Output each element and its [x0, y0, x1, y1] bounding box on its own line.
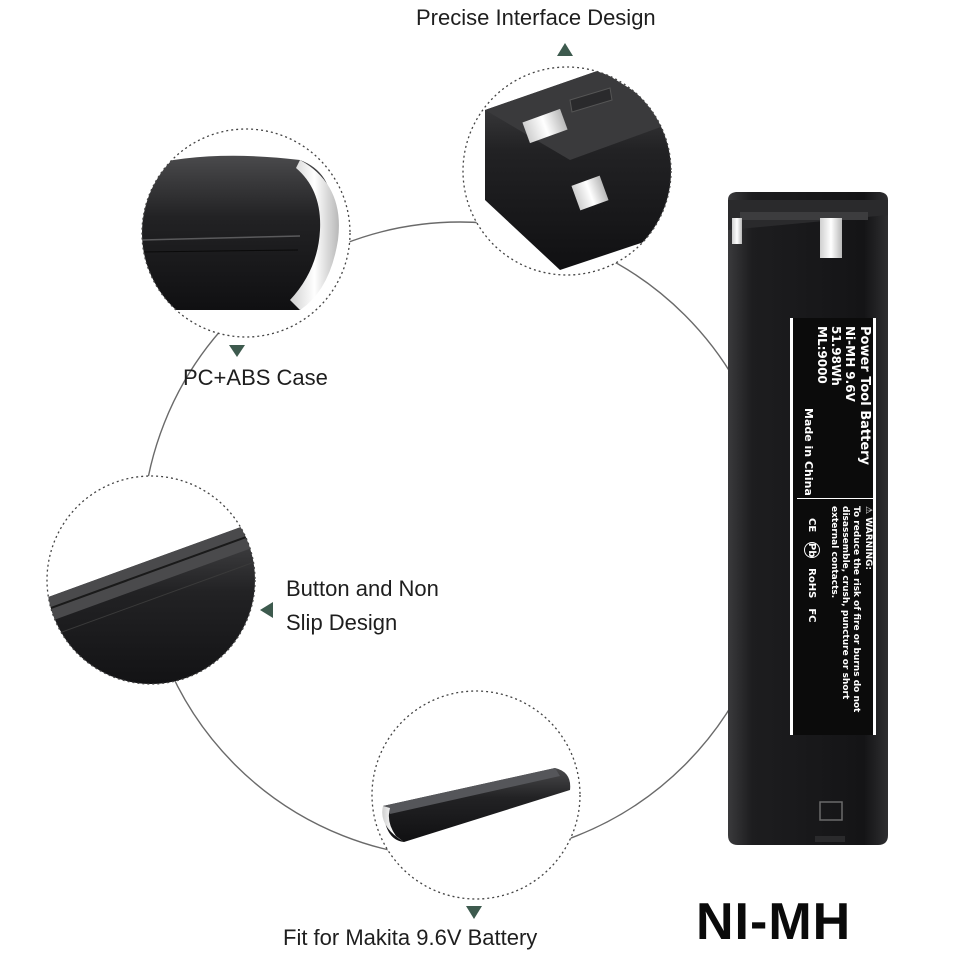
callout-fit: Fit for Makita 9.6V Battery [283, 925, 538, 950]
battery-origin: Made in China [802, 408, 815, 496]
battery-spec-label: Power Tool Battery Ni-MH 9.6V 51.98Wh ML… [790, 318, 876, 735]
pb-free-icon: Pb [804, 542, 820, 559]
detail-bubble-grip [46, 475, 256, 685]
certification-marks: CE Pb RoHS FC [801, 518, 823, 623]
callout-button-line2: Slip Design [286, 610, 398, 635]
callout-button-line1: Button and Non [286, 576, 439, 601]
callout-case: PC+ABS Case [183, 365, 328, 390]
chemistry-brand-text: NI-MH [696, 893, 852, 951]
rohs-mark-icon: RoHS [806, 568, 818, 599]
label-divider [797, 498, 875, 499]
fc-mark-icon: FC [806, 608, 818, 623]
ce-mark-icon: CE [806, 518, 818, 533]
callout-interface: Precise Interface Design [416, 5, 656, 30]
battery-energy: 51.98Wh [829, 326, 843, 386]
battery-title: Power Tool Battery [857, 326, 872, 466]
warning-triangle-icon: ⚠ [863, 506, 873, 518]
detail-bubble-interface [462, 66, 672, 276]
warning-title: ⚠ WARNING: [863, 506, 873, 571]
arrow-interface [557, 43, 573, 56]
arrow-case [229, 345, 245, 357]
callout-button: Button and Non Slip Design [286, 572, 439, 640]
battery-model: ML:9000 [815, 326, 829, 384]
detail-bubble-fit [371, 690, 581, 900]
arrow-fit [466, 906, 482, 919]
detail-bubble-case [141, 128, 351, 338]
battery-chemistry: Ni-MH 9.6V [843, 326, 857, 402]
arrow-grip [260, 602, 273, 618]
warning-text: To reduce the risk of fire or burns do n… [829, 506, 861, 713]
